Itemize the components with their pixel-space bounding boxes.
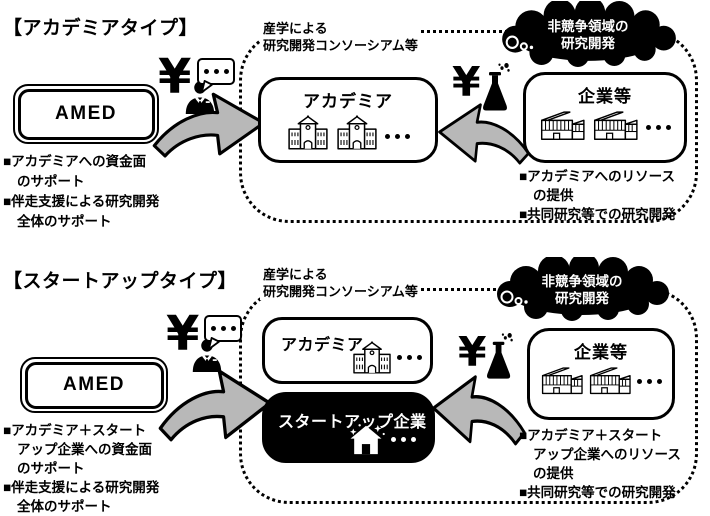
- factory-icon: [589, 366, 632, 395]
- amed-label: AMED: [24, 361, 164, 409]
- ellipsis-icon: [636, 379, 662, 384]
- bullet-line: ■伴走支援による研究開発: [3, 480, 160, 495]
- bullet-line: ■アカデミアへの資金面: [3, 154, 147, 169]
- flask-icon: [486, 333, 515, 383]
- school-icon: [352, 341, 392, 374]
- bullet-line: 全体のサポート: [17, 214, 112, 229]
- ellipsis-icon: [645, 125, 671, 130]
- speech-bubble-icon: [204, 315, 242, 350]
- academia-box: アカデミア: [258, 77, 438, 163]
- yen-icon: ¥: [166, 306, 200, 362]
- consortium-label-line2: 研究開発コンソーシアム等: [263, 283, 418, 299]
- cloud-label-line1: 非競争領域の: [541, 274, 623, 289]
- factory-icon: [540, 110, 586, 141]
- company-support-notes: ■アカデミアへのリソース の提供 ■共同研究等での研究開発: [519, 167, 676, 224]
- bullet-line: のサポート: [17, 461, 85, 476]
- funding-arrow: [156, 362, 274, 442]
- consortium-label: 産学による 研究開発コンソーシアム等: [260, 21, 421, 54]
- startup-company-box: スタートアップ企業: [262, 392, 435, 463]
- bullet-line: ■アカデミア＋スタート: [519, 428, 663, 443]
- school-icon: [336, 115, 378, 150]
- yen-icon: ¥: [452, 58, 481, 106]
- academia-box-label: アカデミア: [281, 337, 364, 354]
- cloud-label-line2: 研究開発: [561, 36, 615, 51]
- speech-bubble-tail: [200, 80, 213, 93]
- company-box-label: 企業等: [578, 87, 632, 106]
- yen-icon: ¥: [158, 49, 192, 105]
- cloud-label-line1: 非競争領域の: [547, 19, 629, 34]
- consortium-label-line1: 産学による: [263, 267, 328, 282]
- factory-icon: [541, 366, 584, 395]
- consortium-label-line2: 研究開発コンソーシアム等: [263, 37, 418, 53]
- amed-box: AMED: [20, 357, 168, 413]
- academia-box-label: アカデミア: [303, 92, 393, 111]
- amed-support-notes: ■アカデミアへの資金面 のサポート ■伴走支援による研究開発 全体のサポート: [3, 152, 159, 232]
- yen-icon: ¥: [458, 328, 487, 376]
- bullet-line: ■伴走支援による研究開発: [3, 194, 160, 209]
- company-box: 企業等: [527, 328, 675, 420]
- academia-type-title: 【アカデミアタイプ】: [3, 18, 199, 39]
- startup-type-title: 【スタートアップタイプ】: [3, 271, 238, 292]
- flask-icon: [482, 63, 512, 115]
- bullet-line: の提供: [533, 466, 574, 481]
- speech-bubble-icon: [197, 58, 235, 93]
- noncompetitive-cloud: 非競争領域の 研究開発: [487, 1, 689, 67]
- company-box: 企業等: [523, 72, 687, 163]
- amed-label: AMED: [17, 88, 155, 140]
- company-box-label: 企業等: [574, 343, 628, 362]
- bullet-line: ■共同研究等での研究開発: [519, 485, 676, 500]
- bullet-line: ■共同研究等での研究開発: [519, 207, 676, 222]
- bullet-line: 全体のサポート: [17, 499, 112, 514]
- school-icon: [287, 115, 329, 150]
- speech-dots-icon: [203, 69, 229, 74]
- consortium-label-line1: 産学による: [263, 21, 328, 36]
- house-icon: [346, 423, 386, 456]
- amed-box: AMED: [13, 84, 159, 144]
- cloud-label-line2: 研究開発: [555, 291, 609, 306]
- speech-dots-icon: [210, 326, 236, 331]
- ellipsis-icon: [384, 134, 410, 139]
- consortium-label: 産学による 研究開発コンソーシアム等: [260, 267, 421, 300]
- bullet-line: ■アカデミアへのリソース: [519, 169, 675, 184]
- bullet-line: アップ企業への資金面: [17, 442, 152, 457]
- noncompetitive-cloud: 非競争領域の 研究開発: [482, 257, 682, 321]
- ellipsis-icon: [391, 437, 416, 442]
- speech-bubble-tail: [207, 337, 220, 350]
- ellipsis-icon: [397, 355, 422, 360]
- academia-box: アカデミア: [262, 317, 433, 384]
- bullet-line: のサポート: [17, 174, 85, 189]
- bullet-line: ■アカデミア＋スタート: [3, 423, 147, 438]
- company-support-notes: ■アカデミア＋スタート アップ企業へのリソース の提供 ■共同研究等での研究開発: [519, 426, 681, 502]
- bullet-line: アップ企業へのリソース: [533, 447, 681, 462]
- startup-company-box-label: スタートアップ企業: [278, 414, 427, 431]
- amed-support-notes: ■アカデミア＋スタート アップ企業への資金面 のサポート ■伴走支援による研究開…: [3, 421, 159, 516]
- factory-icon: [593, 110, 639, 141]
- bullet-line: の提供: [533, 188, 574, 203]
